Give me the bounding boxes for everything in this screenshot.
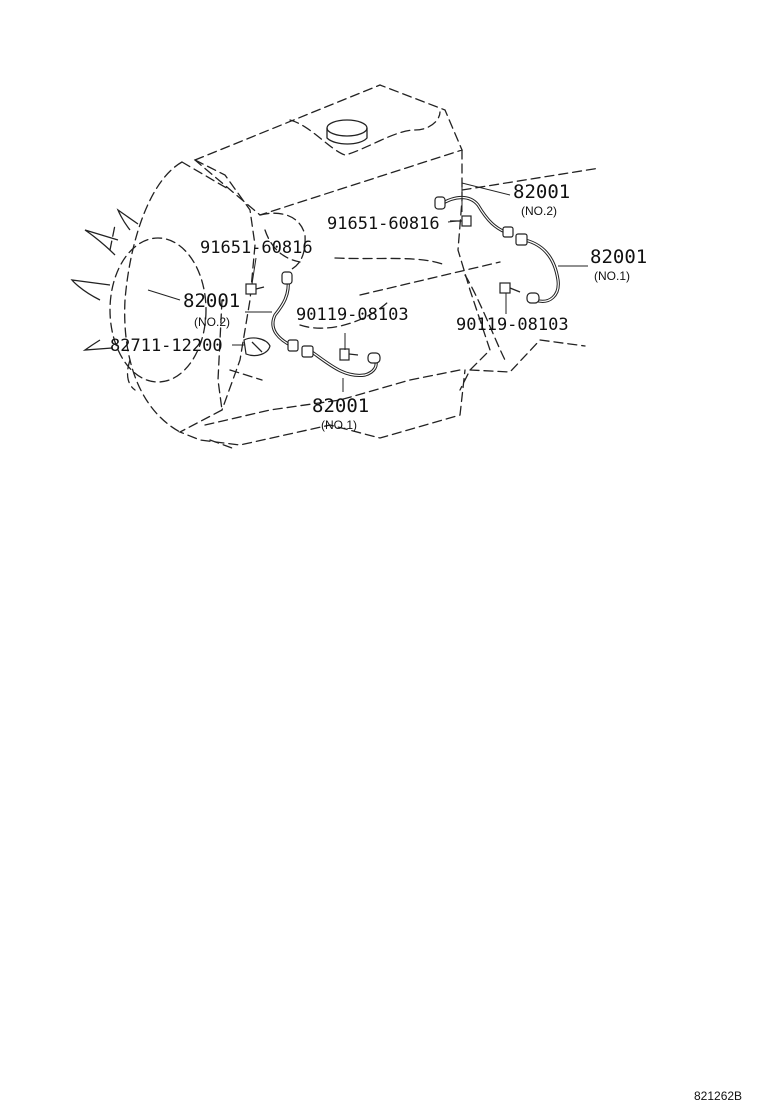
label-sensor-right-no2: 82001 bbox=[513, 181, 570, 203]
note-sensor-right-no2: (NO.2) bbox=[521, 204, 557, 218]
oxygen-sensor-left-no1 bbox=[301, 345, 381, 378]
leader-lines bbox=[147, 182, 588, 392]
note-sensor-left-no2: (NO.2) bbox=[194, 315, 230, 329]
nut-right-illustration bbox=[499, 282, 521, 294]
label-sensor-left-no1: 82001 bbox=[312, 395, 369, 417]
label-bolt-left: 91651-60816 bbox=[200, 238, 313, 258]
label-sensor-left-no2: 82001 bbox=[183, 290, 240, 312]
engine-outline bbox=[124, 84, 601, 449]
label-bolt-right: 91651-60816 bbox=[327, 214, 440, 234]
bolt-left-illustration bbox=[245, 283, 265, 295]
note-sensor-right-no1: (NO.1) bbox=[594, 269, 630, 283]
oxygen-sensor-left-no2 bbox=[271, 271, 299, 352]
label-clamp: 82711-12200 bbox=[110, 336, 223, 356]
nut-left-illustration bbox=[339, 348, 359, 361]
fan-illustration bbox=[70, 208, 207, 391]
clamp-illustration bbox=[243, 337, 271, 357]
oxygen-sensor-right-no2 bbox=[434, 195, 514, 238]
label-nut-right: 90119-08103 bbox=[456, 315, 569, 335]
note-sensor-left-no1: (NO.1) bbox=[321, 418, 357, 432]
label-sensor-right-no1: 82001 bbox=[590, 246, 647, 268]
oxygen-sensor-right-no1 bbox=[515, 233, 560, 304]
figure-code: 821262B bbox=[694, 1089, 742, 1103]
label-nut-left: 90119-08103 bbox=[296, 305, 409, 325]
